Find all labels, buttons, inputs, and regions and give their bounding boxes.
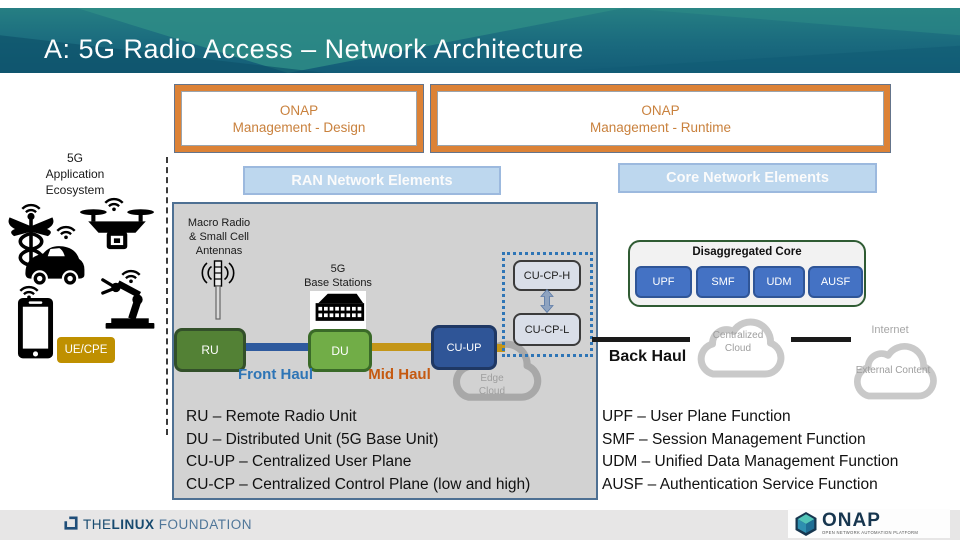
ran-section-header: RAN Network Elements	[243, 166, 501, 195]
ecosystem-divider	[166, 157, 168, 435]
front-haul-link	[240, 343, 308, 351]
base-station-icon	[310, 291, 366, 330]
ecosystem-label-line1: 5G	[66, 151, 83, 165]
ecosystem-label-line3: Ecosystem	[45, 183, 105, 197]
legend-line: CU-CP – Centralized Control Plane (low a…	[186, 475, 531, 493]
onap-hexagon-icon	[794, 511, 818, 537]
ecosystem-label: 5G Application Ecosystem	[20, 150, 130, 198]
legend-line: SMF – Session Management Function	[602, 430, 866, 448]
legend-line: UDM – Unified Data Management Function	[602, 453, 899, 470]
onap-logo-text: ONAP	[822, 510, 881, 531]
edge-cloud-line2: Cloud	[478, 386, 506, 397]
core-legend: UPF – User Plane Function SMF – Session …	[602, 406, 958, 496]
external-content-cloud-icon	[840, 333, 945, 412]
ecosystem-label-line2: Application	[45, 167, 105, 181]
edge-cloud-label: Edge Cloud	[462, 372, 522, 398]
linux-foundation-logo: THELINUX FOUNDATION	[64, 516, 252, 533]
external-content-label: External Content	[855, 365, 931, 376]
mid-haul-label: Mid Haul	[368, 366, 431, 383]
back-haul-link	[592, 337, 690, 342]
legend-line: DU – Distributed Unit (5G Base Unit)	[186, 430, 439, 448]
ru-node: RU	[174, 328, 246, 372]
core-section-header: Core Network Elements	[618, 163, 877, 193]
base-station-label-line2: Base Stations	[304, 277, 372, 289]
smf-node: SMF	[696, 266, 750, 298]
cu-cp-l-node: CU-CP-L	[513, 313, 581, 346]
legend-line: CU-UP – Centralized User Plane	[186, 453, 412, 470]
antenna-label-line1: Macro Radio	[187, 217, 251, 229]
title-banner: A: 5G Radio Access – Network Architectur…	[0, 8, 960, 73]
legend-line: RU – Remote Radio Unit	[186, 408, 357, 425]
robot-arm-icon	[100, 278, 160, 334]
onap-design-box: ONAP Management - Design	[175, 85, 423, 152]
antenna-icon	[198, 258, 238, 325]
antenna-label-line2: & Small Cell	[189, 231, 249, 243]
double-arrow-icon	[540, 288, 554, 318]
smartphone-icon	[17, 297, 54, 364]
du-node: DU	[308, 329, 372, 372]
disaggregated-core-title: Disaggregated Core	[692, 246, 802, 258]
lf-the-text: THE	[83, 517, 112, 532]
wifi-icon	[120, 268, 142, 289]
onap-runtime-line1: ONAP	[641, 102, 680, 118]
mid-haul-link-stub	[490, 344, 505, 352]
ue-cpe-badge: UE/CPE	[57, 337, 115, 363]
base-station-label-line1: 5G	[330, 263, 346, 275]
ran-legend: RU – Remote Radio Unit DU – Distributed …	[186, 406, 586, 496]
onap-logo: ONAP OPEN NETWORK AUTOMATION PLATFORM	[788, 509, 950, 538]
antenna-label-line3: Antennas	[195, 245, 243, 257]
edge-cloud-line1: Edge	[480, 373, 504, 384]
internet-link	[791, 337, 851, 342]
onap-runtime-line2: Management - Runtime	[589, 119, 732, 135]
antenna-label: Macro Radio & Small Cell Antennas	[176, 216, 262, 258]
lf-linux-text: LINUX	[111, 517, 155, 532]
back-haul-label: Back Haul	[608, 348, 687, 365]
wifi-icon	[103, 196, 125, 217]
wifi-icon	[55, 224, 77, 245]
drone-icon	[80, 206, 154, 258]
base-station-label: 5G Base Stations	[295, 262, 381, 290]
onap-design-line2: Management - Design	[232, 119, 366, 135]
cu-up-node: CU-UP	[431, 325, 497, 370]
internet-label: Internet	[871, 324, 909, 336]
linux-foundation-icon	[64, 516, 78, 533]
upf-node: UPF	[635, 266, 692, 298]
onap-runtime-box: ONAP Management - Runtime	[431, 85, 890, 152]
lf-foundation-text: FOUNDATION	[158, 517, 253, 532]
legend-line: AUSF – Authentication Service Function	[602, 475, 878, 493]
onap-logo-tagline: OPEN NETWORK AUTOMATION PLATFORM	[822, 530, 919, 535]
cu-cp-group	[502, 252, 593, 357]
ausf-node: AUSF	[808, 266, 863, 298]
centralized-cloud-line2: Cloud	[724, 343, 752, 354]
car-icon	[20, 241, 88, 293]
centralized-cloud-line1: Centralized	[712, 330, 764, 341]
page-title: A: 5G Radio Access – Network Architectur…	[44, 34, 584, 64]
udm-node: UDM	[753, 266, 805, 298]
mid-haul-link	[366, 343, 431, 351]
wifi-icon	[18, 284, 40, 305]
cu-cp-h-node: CU-CP-H	[513, 260, 581, 291]
centralized-cloud-icon	[683, 308, 793, 391]
front-haul-label: Front Haul	[238, 366, 313, 383]
legend-line: UPF – User Plane Function	[602, 408, 791, 425]
onap-design-line1: ONAP	[279, 102, 319, 118]
centralized-cloud-label: Centralized Cloud	[706, 329, 770, 355]
